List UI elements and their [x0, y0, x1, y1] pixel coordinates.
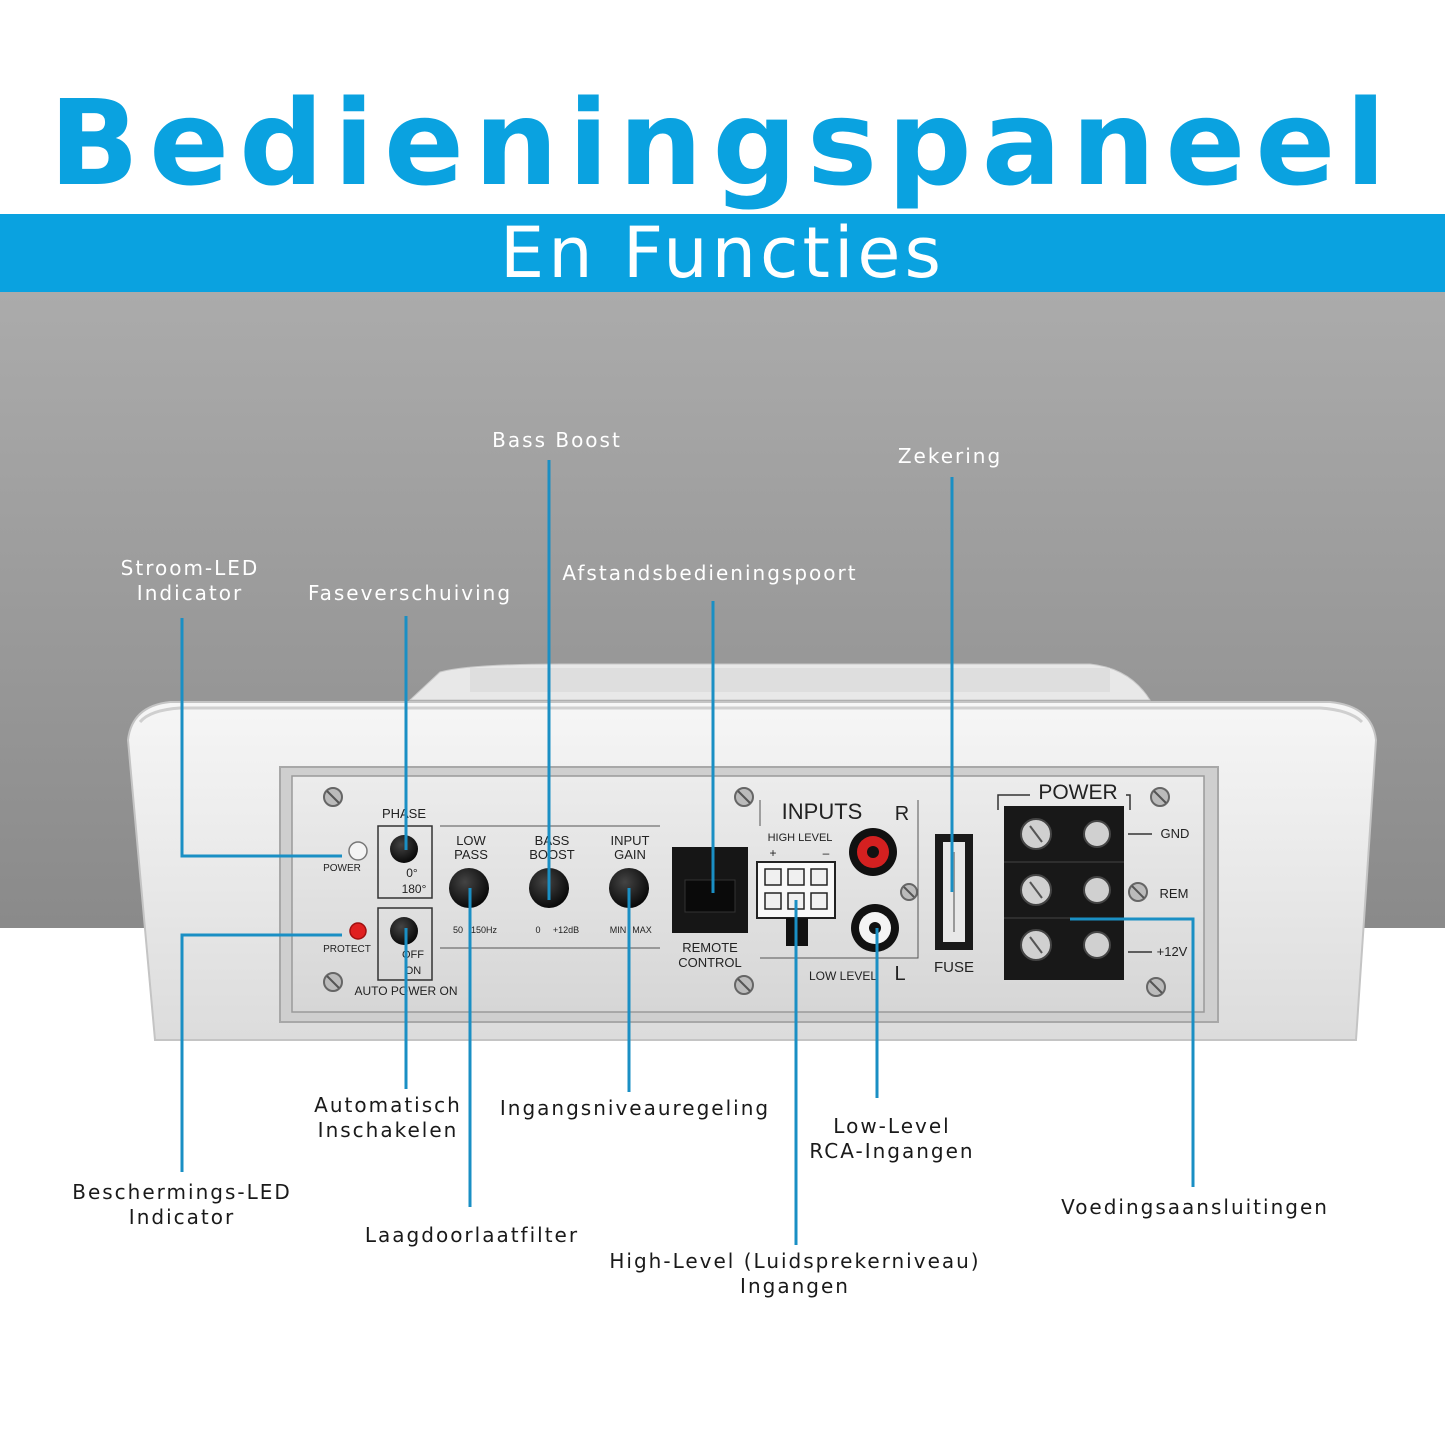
page-subtitle: En Functies — [500, 212, 945, 294]
screw-icon — [900, 883, 918, 901]
screw-icon — [734, 787, 754, 807]
phase-option-180: 180° — [402, 882, 427, 896]
screw-icon — [323, 972, 343, 992]
input-gain-label-2: GAIN — [614, 847, 646, 862]
inputs-l-label: L — [894, 963, 905, 985]
high-level-plus: + — [769, 846, 776, 860]
screw-icon — [1146, 977, 1166, 997]
inputs-label: INPUTS — [782, 799, 863, 824]
callout-high-level-line-1: High-Level (Luidsprekerniveau) — [609, 1249, 981, 1273]
inputs-r-label: R — [895, 803, 909, 825]
remote-label-1: REMOTE — [682, 940, 738, 955]
low-pass-label-2: PASS — [454, 847, 488, 862]
callout-stroom-led-line-1: Stroom-LED — [120, 556, 260, 580]
callout-bass-boost: Bass Boost — [492, 428, 622, 452]
top-grille — [470, 668, 1110, 692]
callout-zekering: Zekering — [897, 444, 1003, 468]
phase-switch[interactable] — [390, 835, 418, 863]
callout-stroom-led: Stroom-LED Indicator — [90, 556, 290, 606]
gnd-label: GND — [1161, 826, 1190, 841]
high-level-minus: – — [823, 846, 830, 860]
v12-label: +12V — [1157, 944, 1188, 959]
bass-boost-label-2: BOOST — [529, 847, 575, 862]
remote-label-2: CONTROL — [678, 955, 742, 970]
callout-laagdoorlaat: Laagdoorlaatfilter — [364, 1223, 580, 1247]
rca-right-jack[interactable] — [849, 828, 897, 876]
callout-ingang: Ingangsniveauregeling — [499, 1096, 771, 1120]
input-gain-label-1: INPUT — [611, 833, 650, 848]
auto-power-off: OFF — [402, 949, 424, 961]
page-title: Bedieningspaneel — [49, 74, 1396, 212]
callout-low-level-line-1: Low-Level — [833, 1114, 951, 1138]
bass-boost-label-1: BASS — [535, 833, 570, 848]
auto-power-switch[interactable] — [390, 917, 418, 945]
screw-icon — [1150, 787, 1170, 807]
callout-faseverschuiving: Faseverschuiving — [307, 581, 513, 605]
protect-led-label: PROTECT — [323, 944, 371, 955]
rca-left-jack[interactable] — [851, 904, 899, 952]
callout-bescherming-line-1: Beschermings-LED — [72, 1180, 292, 1204]
callout-afstandsbediening: Afstandsbedieningspoort — [562, 561, 858, 585]
low-pass-max: 150Hz — [471, 925, 498, 935]
callout-bescherming-line-2: Indicator — [128, 1205, 236, 1229]
auto-power-on: ON — [405, 965, 422, 977]
screw-icon — [734, 975, 754, 995]
screw-icon — [323, 787, 343, 807]
screw-icon — [1128, 882, 1148, 902]
subtitle-banner — [0, 214, 1445, 292]
power-terminal-label: POWER — [1038, 781, 1117, 804]
leader-voeding — [1070, 917, 1195, 1187]
callout-high-level-line-2: Ingangen — [740, 1274, 850, 1298]
callout-low-level: Low-Level RCA-Ingangen — [795, 1114, 989, 1164]
leader-bescherming — [180, 933, 342, 1172]
input-gain-min: MIN — [610, 925, 627, 935]
callout-stroom-led-line-2: Indicator — [136, 581, 244, 605]
bass-boost-max: +12dB — [553, 925, 579, 935]
rem-label: REM — [1160, 886, 1189, 901]
phase-label: PHASE — [382, 806, 426, 821]
callout-bescherming: Beschermings-LED Indicator — [52, 1180, 312, 1230]
callout-auto-line-1: Automatisch — [314, 1093, 462, 1117]
low-pass-min: 50 — [453, 925, 463, 935]
callout-low-level-line-2: RCA-Ingangen — [809, 1139, 975, 1163]
power-led-label: POWER — [323, 863, 361, 874]
callout-voeding: Voedingsaansluitingen — [1061, 1195, 1329, 1219]
power-led — [348, 841, 368, 861]
high-level-label: HIGH LEVEL — [768, 832, 833, 844]
low-level-label: LOW LEVEL — [809, 969, 877, 983]
callout-auto-line-2: Inschakelen — [317, 1118, 459, 1142]
bass-boost-min: 0 — [535, 925, 540, 935]
callout-high-level: High-Level (Luidsprekerniveau) Ingangen — [590, 1249, 1000, 1299]
fuse-label: FUSE — [934, 959, 974, 976]
protect-led — [349, 922, 367, 940]
callout-auto: Automatisch Inschakelen — [288, 1093, 488, 1143]
phase-option-0: 0° — [406, 866, 418, 880]
leader-stroom-led — [180, 618, 342, 858]
low-pass-label-1: LOW — [456, 833, 486, 848]
input-gain-max: MAX — [632, 925, 652, 935]
